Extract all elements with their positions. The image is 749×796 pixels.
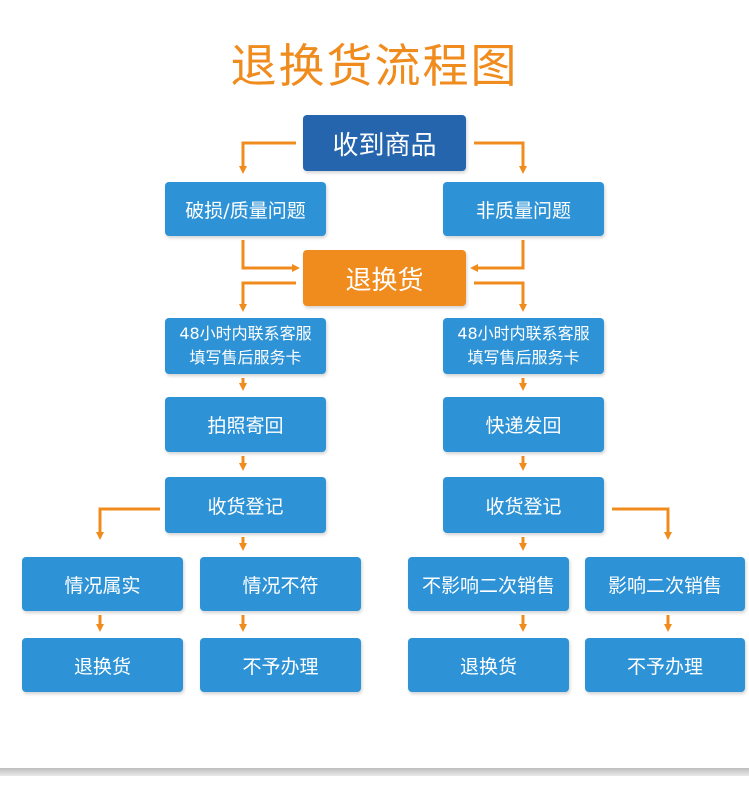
- contact-left-line2: 填写售后服务卡: [189, 348, 302, 367]
- bottom-divider: [0, 768, 749, 776]
- contact-left-line1: 48小时内联系客服: [179, 324, 312, 343]
- arrow-return-to-right-branch: [474, 281, 527, 312]
- node-no-impact: 不影响二次销售: [408, 557, 569, 611]
- arrow-receive-to-damaged: [239, 141, 296, 174]
- node-register-right: 收货登记: [443, 477, 604, 533]
- arrow-receive-to-nonquality: [474, 141, 527, 174]
- node-impact: 影响二次销售: [585, 557, 745, 611]
- arrow-register-to-impact: [612, 507, 672, 540]
- node-result-1: 退换货: [22, 638, 183, 692]
- arrow-nonquality-to-return: [470, 240, 525, 272]
- node-result-3: 退换货: [408, 638, 569, 692]
- node-photo-send: 拍照寄回: [165, 397, 326, 452]
- node-result-2: 不予办理: [200, 638, 361, 692]
- node-return-exchange: 退换货: [303, 250, 466, 306]
- node-register-left: 收货登记: [165, 477, 326, 533]
- node-facts-false: 情况不符: [200, 557, 361, 611]
- arrow-return-to-left-branch: [239, 281, 296, 312]
- node-result-4: 不予办理: [585, 638, 745, 692]
- diagram-title: 退换货流程图: [230, 39, 519, 93]
- node-express-send: 快递发回: [443, 397, 604, 452]
- node-receive: 收到商品: [303, 115, 466, 171]
- arrow-register-to-true: [96, 507, 160, 540]
- node-damaged: 破损/质量问题: [165, 182, 326, 236]
- node-facts-true: 情况属实: [22, 557, 183, 611]
- node-contact-right: 48小时内联系客服 填写售后服务卡: [443, 318, 604, 374]
- contact-right-line2: 填写售后服务卡: [467, 348, 580, 367]
- contact-right-line1: 48小时内联系客服: [457, 324, 590, 343]
- arrow-damaged-to-return: [241, 240, 300, 272]
- node-contact-left: 48小时内联系客服 填写售后服务卡: [165, 318, 326, 374]
- node-non-quality: 非质量问题: [443, 182, 604, 236]
